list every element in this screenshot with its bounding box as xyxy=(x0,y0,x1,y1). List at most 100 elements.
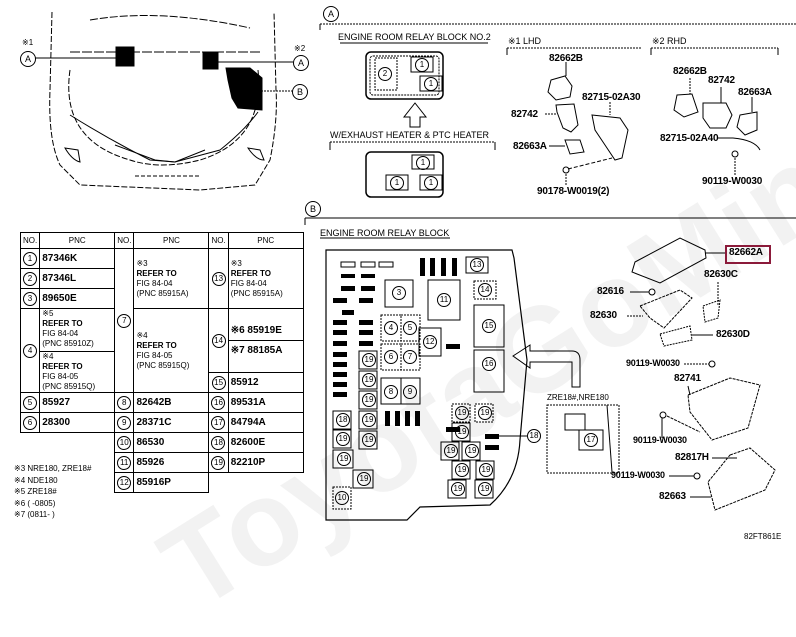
block-number: 19 xyxy=(362,393,376,407)
part-label[interactable]: 90119-W0030 xyxy=(626,358,680,368)
pnc-value[interactable]: 28371C xyxy=(133,412,210,433)
callout-a-lhd[interactable]: A xyxy=(20,51,36,67)
heater-item: 1 xyxy=(416,156,430,170)
pnc-value[interactable]: 87346L xyxy=(39,268,116,289)
pnc-value[interactable]: 85927 xyxy=(39,392,116,413)
refer-text: REFER TO xyxy=(42,362,83,371)
footnote: ※4 NDE180 xyxy=(14,475,58,485)
pnc-value[interactable]: 82642B xyxy=(133,392,210,413)
part-label[interactable]: 82616 xyxy=(597,286,624,297)
block-number: 19 xyxy=(357,472,371,486)
block-number: 19 xyxy=(337,452,351,466)
table-row: 5 85927 8 82642B 16 89531A xyxy=(19,392,304,413)
block-number: 8 xyxy=(384,385,398,399)
part-label[interactable]: 82742 xyxy=(511,109,538,120)
heater-item: 1 xyxy=(424,176,438,190)
pnc-value[interactable]: ※4 REFER TO FIG 84-05 (PNC 85915Q) xyxy=(133,308,210,393)
part-label[interactable]: 82715-02A30 xyxy=(582,92,641,103)
col-header: PNC xyxy=(133,232,210,249)
pnc-value[interactable]: ※5 REFER TO FIG 84-04 (PNC 85910Z) ※4 RE… xyxy=(39,308,116,393)
row-number: 11 xyxy=(117,455,132,470)
row-number: 3 xyxy=(23,291,37,306)
figure-code: 82FT861E xyxy=(744,532,782,541)
pnc-value[interactable]: 85912 xyxy=(227,372,304,393)
block-number: 13 xyxy=(470,258,484,272)
block-number: 18 xyxy=(527,429,541,443)
col-header: NO. xyxy=(114,232,135,249)
part-label[interactable]: 82663 xyxy=(659,491,686,502)
block-number: 7 xyxy=(403,350,417,364)
footnotes: ※3 NRE180, ZRE18# ※4 NDE180 ※5 ZRE18# ※6… xyxy=(14,463,91,521)
pnc-value[interactable]: 82210P xyxy=(227,452,304,473)
part-label[interactable]: 82630C xyxy=(704,269,738,280)
block-number: 9 xyxy=(403,385,417,399)
pnc-value[interactable]: 86530 xyxy=(133,432,210,453)
inset-title: ZRE18#,NRE180 xyxy=(547,393,609,402)
part-label[interactable]: 82715-02A40 xyxy=(660,133,719,144)
block-number: 19 xyxy=(362,373,376,387)
pnc-value[interactable]: 28300 xyxy=(39,412,116,433)
fig-ref: FIG 84-04 xyxy=(230,278,267,288)
part-label[interactable]: 82662B xyxy=(549,53,583,64)
footnote: ※3 NRE180, ZRE18# xyxy=(14,464,92,473)
fig-ref: FIG 84-05 xyxy=(136,350,173,360)
part-label[interactable]: 90119-W0030 xyxy=(633,435,687,445)
part-label[interactable]: 82742 xyxy=(708,75,735,86)
pnc-value[interactable]: 84794A xyxy=(227,412,304,433)
pnc-value[interactable]: 89531A xyxy=(227,392,304,413)
pnc-value[interactable]: 85926 xyxy=(133,452,210,473)
part-label[interactable]: 82630D xyxy=(716,329,750,340)
pnc-value[interactable]: ※3 REFER TO FIG 84-04 (PNC 85915A) xyxy=(133,248,210,309)
block-number: 19 xyxy=(465,444,479,458)
note-ref: ※4 xyxy=(136,330,148,340)
callout-a-rhd[interactable]: A xyxy=(293,55,309,71)
row-number: 17 xyxy=(211,415,226,430)
table-row: 1 87346K 7 ※3 REFER TO FIG 84-04 (PNC 85… xyxy=(19,248,304,393)
part-label[interactable]: 82817H xyxy=(675,452,709,463)
callout-b[interactable]: B xyxy=(292,84,308,100)
block-number: 19 xyxy=(455,406,469,420)
part-label-highlighted[interactable]: 82662A xyxy=(729,247,763,258)
part-label[interactable]: 90119-W0030 xyxy=(702,176,763,187)
pnc-value[interactable]: 87346K xyxy=(39,248,116,269)
row-number: 16 xyxy=(211,395,226,410)
row-number: 4 xyxy=(23,343,38,358)
part-label[interactable]: 82662B xyxy=(673,66,707,77)
col-header: NO. xyxy=(19,232,41,249)
part-label[interactable]: 90178-W0019(2) xyxy=(537,186,610,197)
pnc-value[interactable]: ※6 85919E ※7 88185A xyxy=(227,308,304,373)
highlight-box xyxy=(725,245,771,264)
part-label[interactable]: 82663A xyxy=(513,141,547,152)
part-label[interactable]: 90119-W0030 xyxy=(611,470,665,480)
pnc-value[interactable]: 85916P xyxy=(133,472,210,493)
relay-block-no2-title: ENGINE ROOM RELAY BLOCK NO.2 xyxy=(338,32,491,42)
note-marker-2: ※2 xyxy=(294,44,306,53)
table-row: 2 87346L xyxy=(19,268,304,289)
pnc-value[interactable]: ※3 REFER TO FIG 84-04 (PNC 85915A) xyxy=(227,248,304,309)
row-number: 14 xyxy=(211,333,226,348)
pnc-value[interactable]: 89650E xyxy=(39,288,116,309)
block-number: 17 xyxy=(584,433,598,447)
col-header: NO. xyxy=(208,232,229,249)
block-item: 2 xyxy=(378,67,392,81)
part-label[interactable]: 82663A xyxy=(738,87,772,98)
table-row: 6 28300 9 28371C 17 84794A xyxy=(19,412,304,433)
block-number: 15 xyxy=(482,319,496,333)
pnc-ref: (PNC 85915A) xyxy=(230,288,283,298)
block-item: 1 xyxy=(424,77,438,91)
row-number: 6 xyxy=(23,415,37,430)
row-number: 8 xyxy=(117,395,132,410)
block-number: 19 xyxy=(362,413,376,427)
footnote: ※5 ZRE18# xyxy=(14,487,57,496)
pnc-ref: (PNC 85910Z) xyxy=(42,339,94,348)
row-number: 15 xyxy=(211,375,226,390)
note-ref: ※5 xyxy=(42,309,54,318)
footnote: ※7 (0811- ) xyxy=(14,510,55,519)
fig-ref: FIG 84-04 xyxy=(42,329,79,338)
part-label[interactable]: 82630 xyxy=(590,310,617,321)
block-number: 19 xyxy=(444,444,458,458)
footnote: ※6 ( -0805) xyxy=(14,498,56,508)
pnc-value[interactable]: 82600E xyxy=(227,432,304,453)
row-number: 19 xyxy=(211,455,226,470)
part-label[interactable]: 82741 xyxy=(674,373,701,384)
